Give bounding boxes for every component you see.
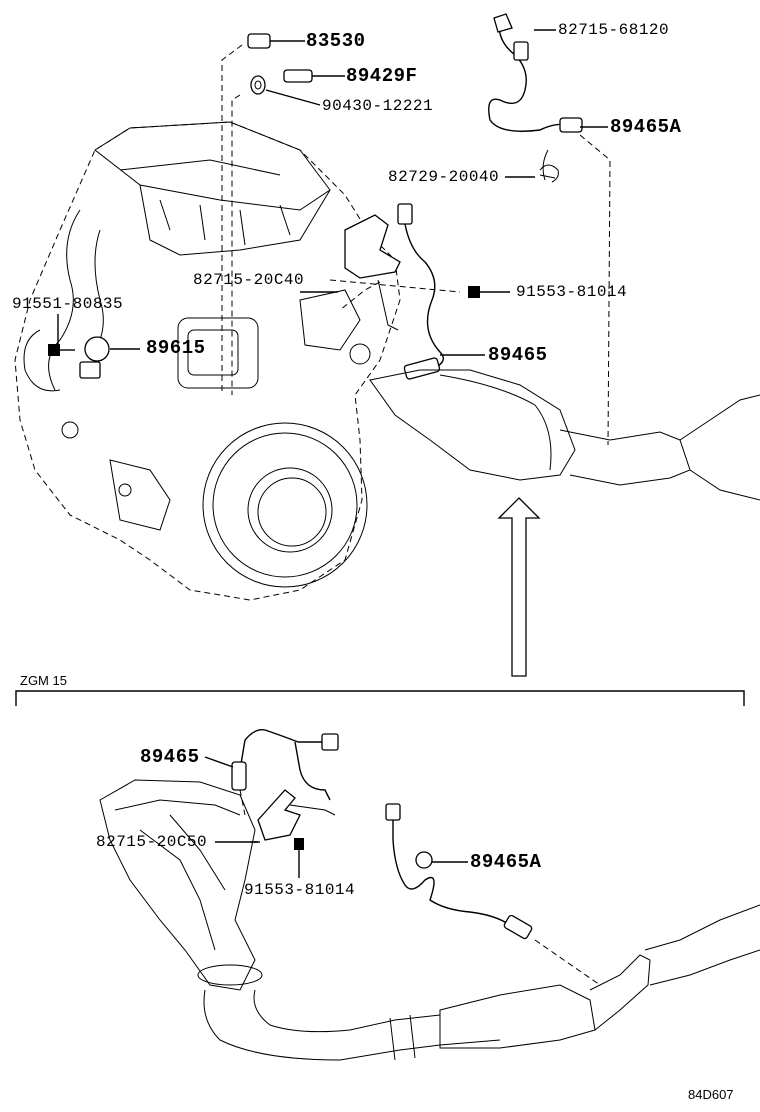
part-number-91553-81014-bottom[interactable]: 91553-81014 <box>244 881 356 899</box>
bolt-91553-bottom-drawing <box>250 838 304 878</box>
part-number-89465-bottom[interactable]: 89465 <box>140 746 200 768</box>
bracket-82715-20C50-drawing <box>257 789 336 841</box>
knock-sensor-89615-drawing <box>79 336 140 379</box>
part-number-82729-20040[interactable]: 82729-20040 <box>388 168 500 186</box>
connector-83530-drawing <box>247 33 305 49</box>
exhaust-manifold-drawing <box>99 779 760 1061</box>
part-number-89615[interactable]: 89615 <box>146 337 206 359</box>
part-number-89465-top[interactable]: 89465 <box>488 344 548 366</box>
part-number-83530[interactable]: 83530 <box>306 30 366 52</box>
model-label: ZGM 15 <box>20 673 67 688</box>
sensor-89429F-drawing <box>283 69 345 83</box>
part-number-90430-12221[interactable]: 90430-12221 <box>322 97 434 115</box>
part-number-91551-80835[interactable]: 91551-80835 <box>12 295 124 313</box>
leader-lines-top <box>300 29 608 356</box>
gasket-90430-drawing <box>250 75 321 106</box>
sensor-89465A-bottom-drawing <box>385 803 601 986</box>
part-number-91553-81014-top[interactable]: 91553-81014 <box>516 283 628 301</box>
part-number-82715-20C50[interactable]: 82715-20C50 <box>96 833 208 851</box>
engine-block-drawing <box>14 13 760 601</box>
bolt-91553-top-drawing <box>468 286 510 298</box>
part-number-82715-20C40[interactable]: 82715-20C40 <box>193 271 305 289</box>
sensor-89465-bottom-drawing <box>204 729 339 816</box>
part-number-89429F[interactable]: 89429F <box>346 65 418 87</box>
figure-code: 84D607 <box>688 1087 734 1102</box>
part-number-82715-68120[interactable]: 82715-68120 <box>558 21 670 39</box>
reference-arrow <box>497 497 541 677</box>
variant-bracket <box>15 690 745 706</box>
part-number-89465A-bottom[interactable]: 89465A <box>470 851 542 873</box>
bolt-91551-drawing <box>48 314 75 356</box>
part-number-89465A-top[interactable]: 89465A <box>610 116 682 138</box>
